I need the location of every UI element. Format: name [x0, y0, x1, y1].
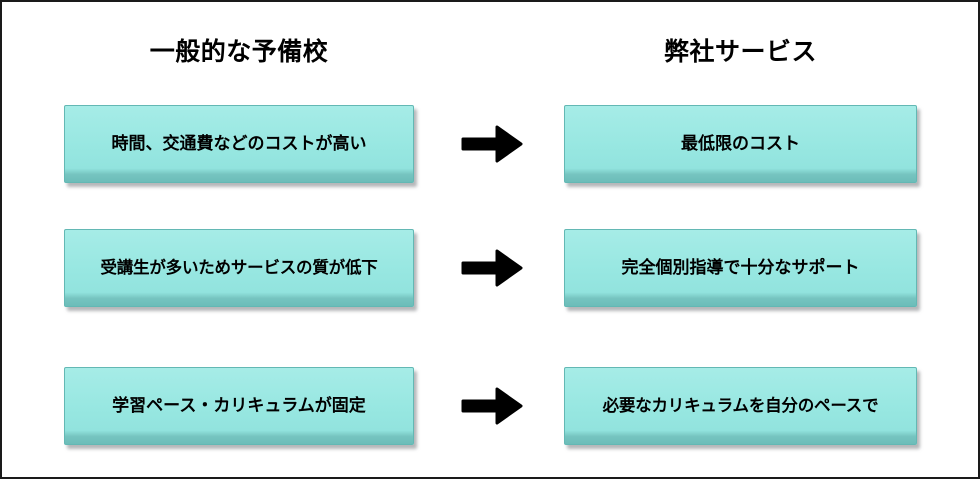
problem-box[interactable]: 受講生が多いためサービスの質が低下: [64, 229, 414, 307]
solution-box-label: 完全個別指導で十分なサポート: [621, 258, 860, 278]
problem-box-label: 受講生が多いためサービスの質が低下: [100, 258, 378, 277]
column-heading-right: 弊社サービス: [663, 37, 817, 66]
right-arrow-icon: [460, 246, 524, 290]
solution-box-label: 必要なカリキュラムを自分のペースで: [602, 396, 879, 415]
solution-box[interactable]: 完全個別指導で十分なサポート: [564, 229, 917, 307]
problem-box-label: 時間、交通費などのコストが高い: [111, 134, 367, 154]
right-arrow-icon: [460, 122, 524, 166]
problem-box[interactable]: 時間、交通費などのコストが高い: [64, 105, 414, 183]
problem-box-label: 学習ペース・カリキュラムが固定: [112, 396, 366, 416]
comparison-row: 受講生が多いためサービスの質が低下 完全個別指導で十分なサポート: [2, 229, 978, 307]
column-heading-left: 一般的な予備校: [149, 37, 329, 66]
comparison-row: 学習ペース・カリキュラムが固定 必要なカリキュラムを自分のペースで: [2, 367, 978, 445]
problem-box[interactable]: 学習ペース・カリキュラムが固定: [64, 367, 414, 445]
solution-box[interactable]: 必要なカリキュラムを自分のペースで: [564, 367, 917, 445]
right-arrow-icon: [460, 384, 524, 428]
solution-box-label: 最低限のコスト: [681, 134, 800, 154]
comparison-row: 時間、交通費などのコストが高い 最低限のコスト: [2, 105, 978, 183]
solution-box[interactable]: 最低限のコスト: [564, 105, 917, 183]
